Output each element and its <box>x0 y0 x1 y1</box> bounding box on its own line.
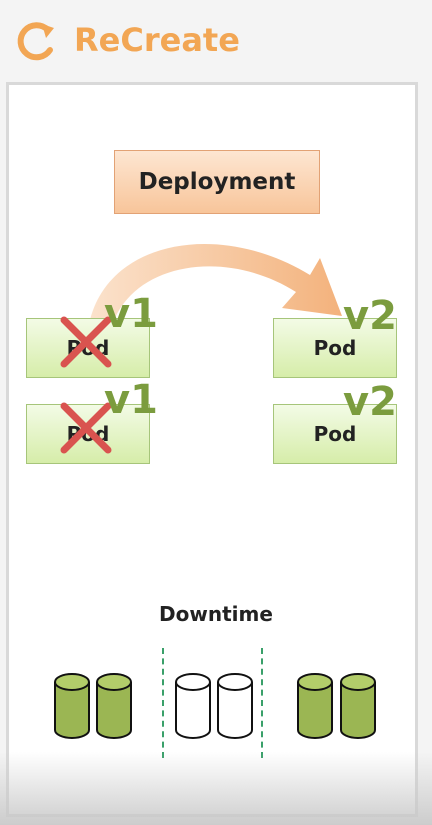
downtime-divider-right <box>261 648 263 758</box>
refresh-icon <box>17 22 54 61</box>
deployment-label: Deployment <box>138 169 296 195</box>
deployment-box: Deployment <box>114 150 320 214</box>
bottom-fade <box>0 752 432 825</box>
pod-label: Pod <box>313 422 357 446</box>
instance-cylinder-filled <box>340 673 376 739</box>
new-pod-1: Pod <box>273 318 397 378</box>
downtime-label: Downtime <box>159 602 273 626</box>
pod-label: Pod <box>313 336 357 360</box>
downtime-divider-left <box>162 648 164 758</box>
instance-cylinder-filled <box>96 673 132 739</box>
delete-x-icon <box>60 402 112 454</box>
version-badge-old-1: v1 <box>104 291 158 337</box>
page-title: ReCreate <box>74 21 240 59</box>
version-badge-new-2: v2 <box>343 379 397 425</box>
instance-cylinder-filled <box>54 673 90 739</box>
delete-x-icon <box>60 316 112 368</box>
version-badge-new-1: v2 <box>343 293 397 339</box>
version-badge-old-2: v1 <box>104 377 158 423</box>
instance-cylinder-empty <box>175 673 211 739</box>
header: ReCreate <box>0 0 432 82</box>
instance-cylinder-filled <box>297 673 333 739</box>
instance-cylinder-empty <box>217 673 253 739</box>
recreate-arrow <box>90 243 342 320</box>
new-pod-2: Pod <box>273 404 397 464</box>
